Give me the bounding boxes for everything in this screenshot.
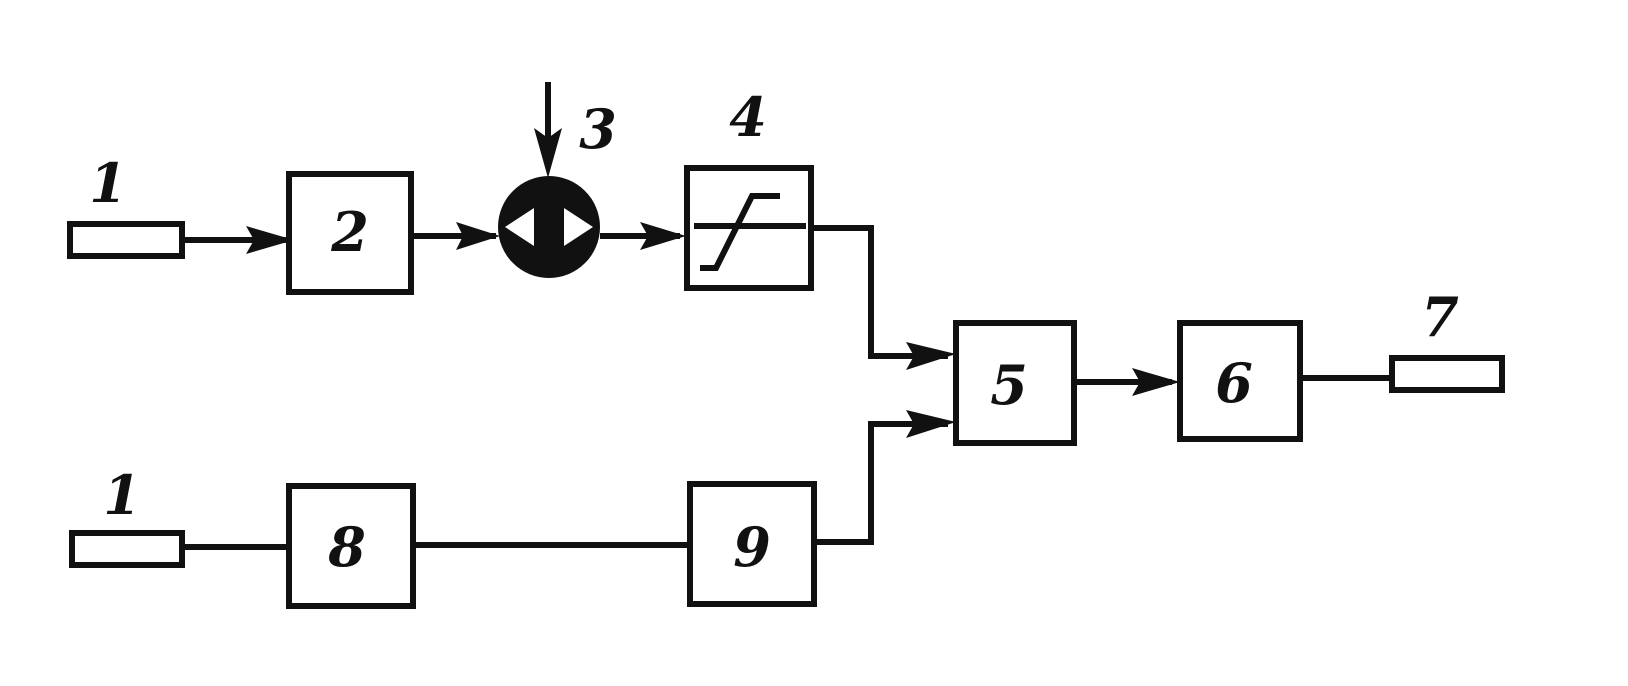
label-output-7: 7 (1421, 285, 1459, 349)
block-9 (687, 481, 817, 607)
mixer-element-3 (498, 176, 600, 278)
arrow-into-block-5-upper (906, 342, 956, 370)
block-5-label: 5 (990, 353, 1028, 417)
label-input-top: 1 (89, 151, 127, 215)
label-mixer-3: 3 (579, 97, 617, 161)
label-block-4: 4 (729, 85, 767, 149)
wire-block-4-to-block-5 (811, 225, 948, 359)
block-8 (286, 483, 416, 609)
block-6-label: 6 (1215, 351, 1253, 415)
input-terminal-top (67, 221, 185, 259)
limiter-symbol-icon (694, 193, 806, 271)
arrow-into-mixer (456, 222, 500, 250)
arrow-into-block-6 (1132, 368, 1180, 396)
arrow-into-block-2 (246, 226, 294, 254)
label-input-bottom: 1 (103, 463, 141, 527)
input-terminal-bottom (69, 530, 185, 568)
block-9-label: 9 (733, 515, 771, 579)
block-8-label: 8 (327, 515, 366, 579)
block-5 (953, 320, 1077, 446)
output-terminal-7 (1389, 355, 1505, 393)
wire-block-9-to-block-5 (814, 421, 948, 545)
block-2-label: 2 (330, 200, 369, 264)
arrow-into-block-4 (640, 222, 686, 250)
arrow-into-mixer-top (534, 128, 562, 178)
arrow-into-block-5-lower (906, 410, 956, 438)
